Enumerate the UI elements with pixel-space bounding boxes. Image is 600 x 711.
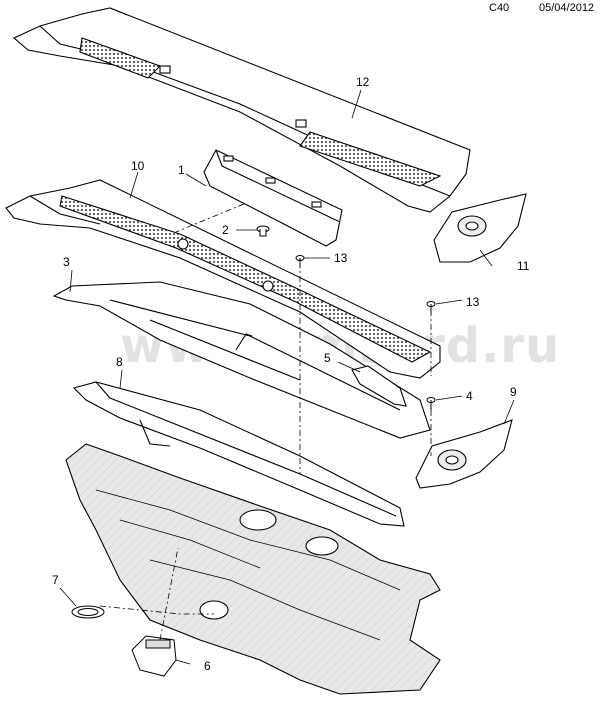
leader-lines	[59, 89, 515, 665]
callout-12: 12	[356, 75, 370, 89]
callout-4: 4	[466, 389, 473, 403]
cowl-bracket	[203, 149, 343, 247]
end-cap-lower	[415, 419, 513, 489]
callout-6: 6	[204, 659, 211, 673]
connector-block	[131, 635, 177, 677]
cowl-crossmember	[72, 381, 405, 527]
callout-13-upper: 13	[334, 251, 348, 265]
callout-2: 2	[222, 223, 229, 237]
plenum-deflector	[52, 281, 431, 439]
callout-1: 1	[178, 163, 185, 177]
callout-8: 8	[116, 355, 123, 369]
diagram-date: 05/04/2012	[539, 2, 595, 14]
callout-5: 5	[324, 351, 331, 365]
assembly-lines	[99, 203, 432, 641]
callout-3: 3	[63, 255, 70, 269]
callout-9: 9	[510, 385, 517, 399]
callout-11: 11	[517, 259, 530, 273]
diagram-code: C40	[489, 2, 510, 14]
callouts: 1 2 3 4 5 6 7 8 9 10 11 12 13 13	[52, 75, 530, 673]
callout-7: 7	[52, 573, 59, 587]
end-cap-upper	[433, 193, 527, 263]
upper-cowl-panel	[12, 7, 471, 213]
grommet	[71, 605, 105, 619]
callout-10: 10	[131, 159, 145, 173]
lower-cowl-panel	[5, 179, 441, 379]
push-clip	[256, 225, 270, 237]
callout-13-lower: 13	[466, 295, 480, 309]
dash-insulator	[65, 443, 441, 695]
seal-piece	[351, 365, 407, 407]
